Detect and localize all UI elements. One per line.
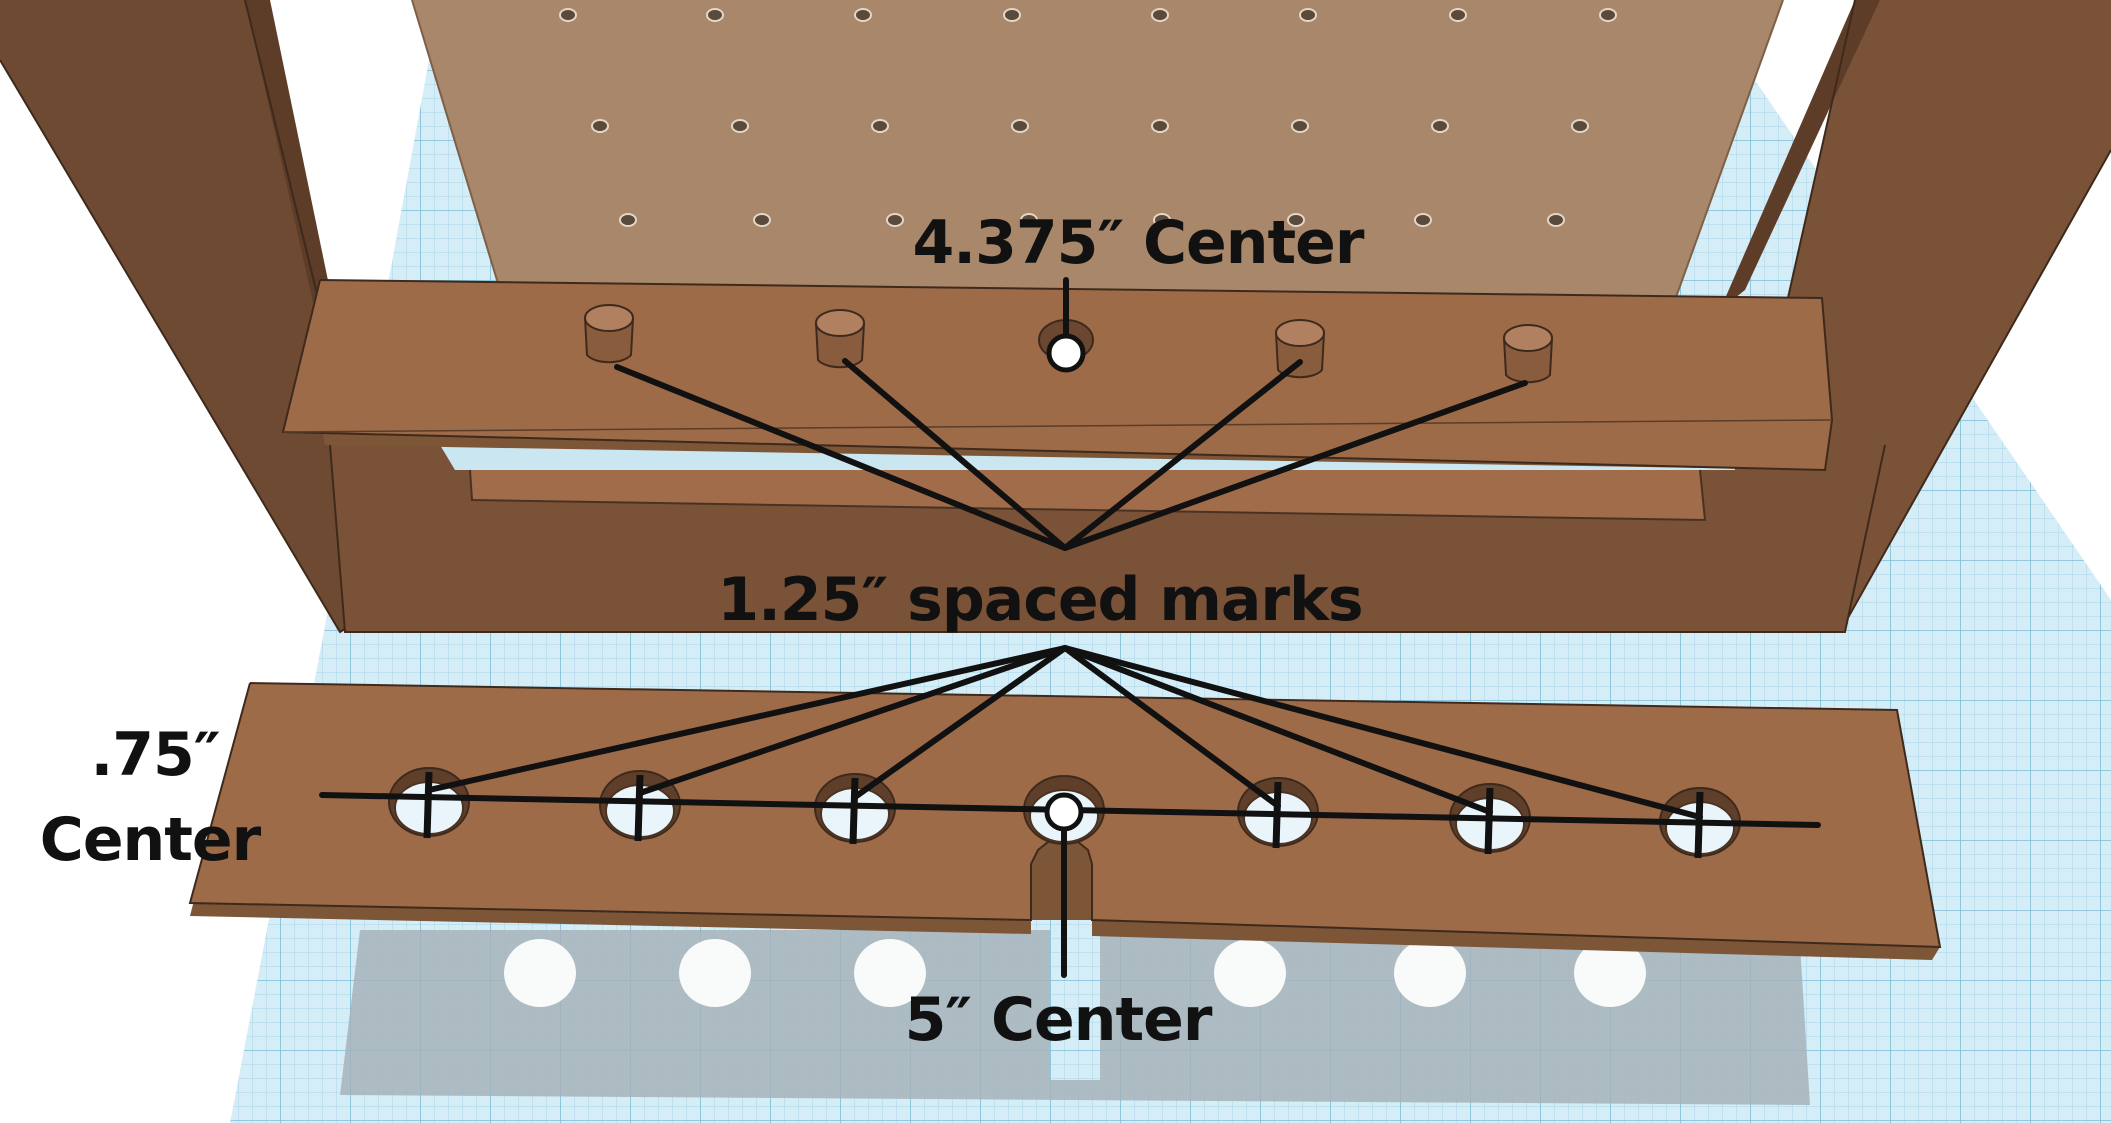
pegboard-hole [1011, 119, 1029, 133]
peg [1502, 324, 1554, 384]
shadow-hole [679, 939, 751, 1007]
pegboard-hole [1291, 119, 1309, 133]
pegboard-hole [886, 213, 904, 227]
peg-top [1275, 319, 1325, 347]
pegboard-hole [619, 213, 637, 227]
bottom-center-label: 5″ Center [905, 985, 1213, 1055]
peg [814, 309, 866, 369]
pegboard-hole [1151, 119, 1169, 133]
pegboard-hole [871, 119, 889, 133]
pegboard-hole [706, 8, 724, 22]
hole-tick [634, 774, 644, 842]
pegboard-hole [753, 213, 771, 227]
pegboard-hole [591, 119, 609, 133]
hole-tick [1484, 787, 1494, 855]
pegboard-hole [1431, 119, 1449, 133]
pegboard-hole [1151, 8, 1169, 22]
left-center-label-line1: .75″ [90, 720, 219, 790]
pegboard-hole [559, 8, 577, 22]
peg-top [815, 309, 865, 337]
pegboard-hole [1414, 213, 1432, 227]
pegboard-hole [1003, 8, 1021, 22]
peg [583, 304, 635, 364]
annotation-leader-lines [319, 277, 1821, 978]
pegboard-hole [1547, 213, 1565, 227]
back-pegboard-panel [412, 0, 1783, 300]
bottom-center-marker [1044, 792, 1084, 832]
top-peg-board [281, 279, 1834, 472]
shadow-hole [504, 939, 576, 1007]
peg-top [1503, 324, 1553, 352]
pegboard-holes [559, 8, 1617, 227]
peg-top [584, 304, 634, 332]
hole-tick [849, 777, 859, 845]
pegboard-hole [731, 119, 749, 133]
peg [1274, 319, 1326, 379]
pegboard-hole [1299, 8, 1317, 22]
hole-tick [423, 771, 433, 839]
pegboard-hole [1020, 213, 1038, 227]
shadow-holes [504, 939, 1646, 1007]
left-center-label-line2: Center [40, 805, 262, 875]
pegboard-hole [1571, 119, 1589, 133]
pegboard-hole [1287, 213, 1305, 227]
hole-tick-marks [423, 771, 1704, 859]
spaced-marks-label: 1.25″ spaced marks [717, 565, 1362, 635]
hole-tick [1272, 781, 1282, 849]
pegboard-hole [854, 8, 872, 22]
pegboard-hole [1153, 213, 1171, 227]
top-center-marker [1046, 333, 1086, 373]
hole-tick [1694, 791, 1704, 859]
shadow-hole [1574, 939, 1646, 1007]
shadow-hole [854, 939, 926, 1007]
pegboard-hole [1449, 8, 1467, 22]
pegboard-hole [1599, 8, 1617, 22]
top-center-label: 4.375″ Center [913, 208, 1365, 278]
shadow-hole [1214, 939, 1286, 1007]
shadow-hole [1394, 939, 1466, 1007]
